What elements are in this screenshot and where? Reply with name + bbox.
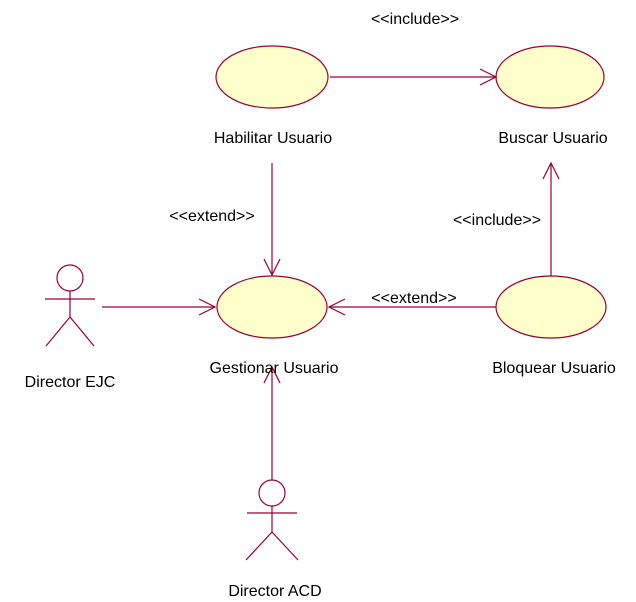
use-case-label-bloquear: Bloquear Usuario [492,360,616,377]
actor-right-leg [69,316,95,347]
stereotype-include-right: <<include>> [453,212,541,229]
use-case-buscar-usuario[interactable] [495,45,605,109]
use-case-label-gestionar: Gestionar Usuario [210,360,339,377]
association-ejc-gestionar-arrowhead [198,298,217,316]
use-case-gestionar-usuario[interactable] [216,275,328,339]
actor-label-director-acd: Director ACD [228,583,321,600]
use-case-label-buscar: Buscar Usuario [498,130,607,147]
actor-head-icon [258,479,286,507]
actor-left-leg [45,316,71,347]
actor-head-icon [56,264,84,292]
include-habilitar-buscar-arrowhead [479,68,498,86]
actor-left-leg [245,531,273,561]
actor-director-ejc[interactable] [45,264,95,347]
use-case-habilitar-usuario[interactable] [215,45,329,109]
include-bloquear-buscar-arrowhead [542,161,560,180]
actor-director-acd[interactable] [245,479,299,561]
stereotype-extend-middle: <<extend>> [371,290,456,307]
stereotype-extend-left: <<extend>> [169,208,254,225]
actor-right-leg [271,531,299,561]
use-case-bloquear-usuario[interactable] [495,275,607,339]
association-acd-gestionar-arrowhead [263,365,281,384]
use-case-label-habilitar: Habilitar Usuario [214,130,332,147]
extend-bloquear-gestionar-arrowhead [327,298,346,316]
stereotype-include-top: <<include>> [371,11,459,28]
extend-habilitar-gestionar-arrowhead [263,258,281,277]
actor-label-director-ejc: Director EJC [25,374,116,391]
